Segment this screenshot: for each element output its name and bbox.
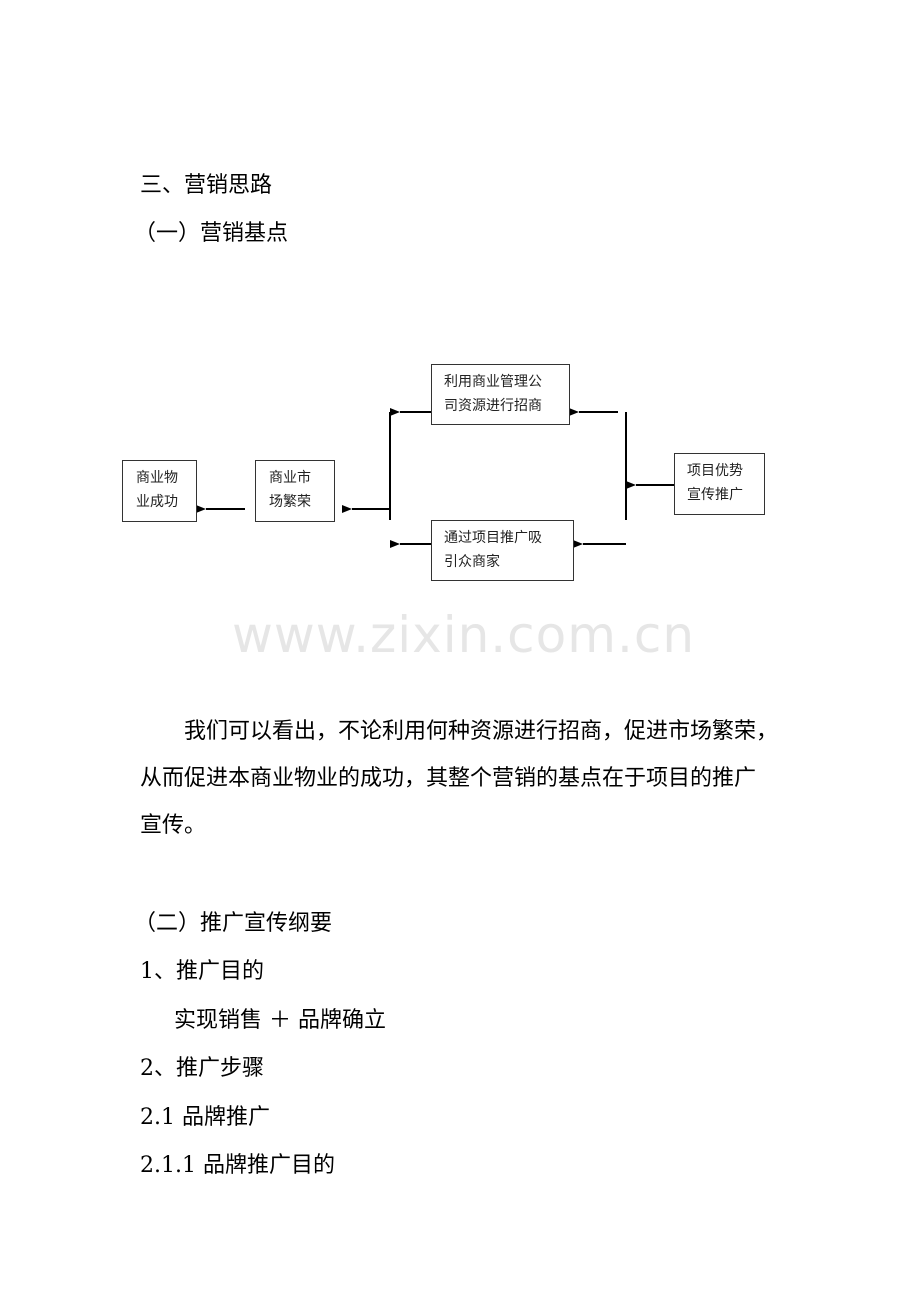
box-text: 利用商业管理公 — [444, 374, 542, 390]
box-text: 引众商家 — [444, 554, 500, 570]
box-text: 司资源进行招商 — [444, 398, 542, 414]
body-paragraph: 我们可以看出，不论利用何种资源进行招商，促进市场繁荣， 从而促进本商业物业的成功… — [140, 708, 780, 849]
box-commercial-property-success: 商业物 业成功 — [122, 460, 197, 522]
box-attract-merchants: 通过项目推广吸 引众商家 — [431, 520, 574, 581]
box-text: 业成功 — [136, 494, 178, 510]
box-management-resources: 利用商业管理公 司资源进行招商 — [431, 364, 570, 425]
box-text: 宣传推广 — [687, 487, 743, 503]
box-market-prosperity: 商业市 场繁荣 — [255, 460, 335, 522]
box-text: 商业市 — [269, 470, 311, 486]
paragraph-line: 从而促进本商业物业的成功，其整个营销的基点在于项目的推广 — [140, 766, 757, 791]
flow-diagram — [196, 408, 674, 548]
box-text: 商业物 — [136, 470, 178, 486]
subsection-heading-outline: （二）推广宣传纲要 — [134, 911, 333, 936]
paragraph-line: 宣传。 — [140, 813, 207, 838]
box-text: 场繁荣 — [269, 494, 311, 510]
outline-item: 实现销售 ＋ 品牌确立 — [174, 1008, 386, 1033]
section-heading: 三、营销思路 — [140, 173, 273, 198]
box-text: 通过项目推广吸 — [444, 530, 542, 546]
paragraph-line: 我们可以看出，不论利用何种资源进行招商，促进市场繁荣， — [184, 719, 779, 744]
box-project-promotion: 项目优势 宣传推广 — [674, 453, 765, 515]
box-text: 项目优势 — [687, 463, 743, 479]
outline-item: 2.1 品牌推广 — [140, 1105, 270, 1130]
outline-item: 2、推广步骤 — [140, 1056, 264, 1081]
watermark: www.zixin.com.cn — [232, 606, 696, 664]
outline-item: 1、推广目的 — [140, 959, 264, 984]
subsection-heading-basis: （一）营销基点 — [134, 221, 289, 246]
outline-item: 2.1.1 品牌推广目的 — [140, 1153, 335, 1178]
